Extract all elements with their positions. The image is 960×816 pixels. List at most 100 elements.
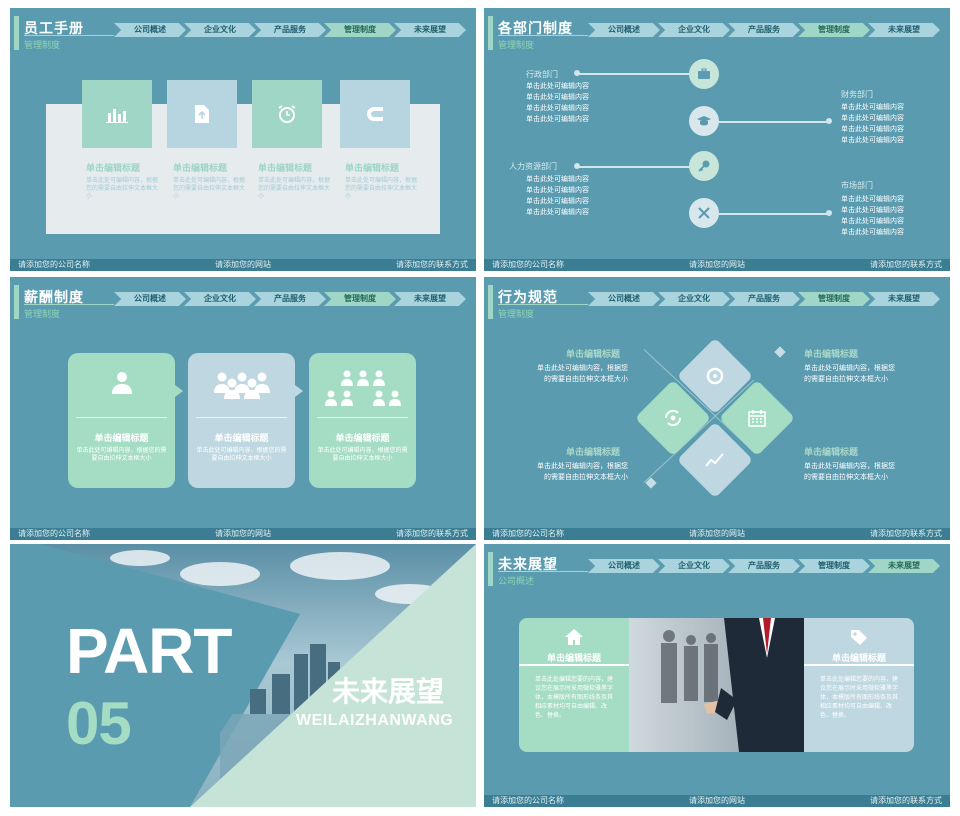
connector-dot [826, 118, 832, 124]
nav-item-future[interactable]: 未来展望 [394, 23, 466, 37]
slide-future-outlook[interactable]: 未来展望 公司概述 公司概述 企业文化 产品服务 管理制度 未来展望 单击编辑标… [484, 544, 950, 807]
card-divider [317, 417, 408, 418]
panel-title: 单击编辑标题 [546, 653, 601, 663]
briefcase-icon [689, 59, 719, 89]
connector-dot [574, 70, 580, 76]
alarm-clock-icon [252, 80, 322, 148]
slide-subtitle: 公司概述 [498, 576, 535, 586]
section-title-en: WEILAIZHANWANG [296, 712, 454, 729]
slide-department-rules[interactable]: 各部门制度 管理制度 公司概述 企业文化 产品服务 管理制度 未来展望 行政部门… [484, 8, 950, 271]
panel-divider [804, 664, 914, 666]
footer: 请添加您的公司名称 请添加您的网站 请添加您的联系方式 [484, 259, 950, 271]
nav-item-products[interactable]: 产品服务 [728, 292, 800, 306]
nav-item-management[interactable]: 管理制度 [798, 23, 870, 37]
content-line: 单击此处可编辑内容 [841, 137, 904, 144]
section-title-cn: 未来展望 [332, 676, 445, 707]
card-desc: 单击此处可编辑内容，根据您的需要自由拉伸文本框大小 [196, 448, 287, 462]
nav-item-management[interactable]: 管理制度 [798, 292, 870, 306]
card-desc: 单击此处可编辑内容，根据您的需要自由拉伸文本框大小 [345, 178, 418, 200]
nav-item-culture[interactable]: 企业文化 [658, 23, 730, 37]
section-nav: 公司概述 企业文化 产品服务 管理制度 未来展望 [114, 23, 466, 37]
content-line: 单击此处可编辑内容 [841, 207, 904, 214]
nav-item-future[interactable]: 未来展望 [394, 292, 466, 306]
slide-part-five-cover[interactable]: PART 05 未来展望 WEILAIZHANWANG [10, 544, 476, 807]
content-line: 单击此处可编辑内容 [526, 83, 589, 90]
header-underline [498, 304, 588, 305]
nav-item-management[interactable]: 管理制度 [324, 292, 396, 306]
content-line: 单击此处可编辑内容 [526, 105, 589, 112]
connector-line [578, 166, 690, 168]
slide-subtitle: 管理制度 [498, 40, 535, 50]
part-label: PART [66, 615, 232, 687]
panel-title: 单击编辑标题 [831, 653, 886, 663]
dept-name: 财务部门 [841, 90, 873, 99]
card-desc: 单击此处可编辑内容，根据您的需要自由拉伸文本框大小 [86, 178, 159, 200]
item-title: 单击编辑标题 [804, 447, 859, 457]
bar-chart-icon [82, 80, 152, 148]
card-title: 单击编辑标题 [86, 163, 141, 173]
nav-item-products[interactable]: 产品服务 [728, 559, 800, 573]
tools-icon [689, 198, 719, 228]
nav-item-products[interactable]: 产品服务 [728, 23, 800, 37]
slide-salary-system[interactable]: 薪酬制度 管理制度 公司概述 企业文化 产品服务 管理制度 未来展望 单击编辑标… [10, 277, 476, 540]
slide-employee-handbook[interactable]: 员工手册 管理制度 公司概述 企业文化 产品服务 管理制度 未来展望 单击编辑标… [10, 8, 476, 271]
footer: 请添加您的公司名称 请添加您的网站 请添加您的联系方式 [10, 528, 476, 540]
nav-item-products[interactable]: 产品服务 [254, 292, 326, 306]
nav-item-culture[interactable]: 企业文化 [184, 292, 256, 306]
footer-company: 请添加您的公司名称 [18, 529, 90, 538]
nav-item-overview[interactable]: 公司概述 [114, 23, 186, 37]
user-group-icon [188, 369, 295, 406]
header-accent-bar [488, 16, 493, 50]
card-divider [76, 417, 167, 418]
nav-item-overview[interactable]: 公司概述 [588, 559, 660, 573]
nav-item-overview[interactable]: 公司概述 [114, 292, 186, 306]
header-underline [24, 304, 114, 305]
footer-site: 请添加您的网站 [215, 529, 271, 538]
music-disc-icon [688, 349, 742, 403]
slide-code-of-conduct[interactable]: 行为规范 管理制度 公司概述 企业文化 产品服务 管理制度 未来展望 单击编辑标… [484, 277, 950, 540]
info-panel-left: 单击编辑标题 单击此处编辑您要的内容，建议您在展示时采用微软雅黑字体，本模版所有… [519, 618, 629, 752]
header-accent-bar [488, 285, 493, 319]
header-accent-bar [14, 16, 19, 50]
slide-title: 员工手册 [24, 20, 84, 36]
connector-dot [826, 210, 832, 216]
nav-item-culture[interactable]: 企业文化 [658, 559, 730, 573]
content-line: 单击此处可编辑内容 [526, 116, 589, 123]
dept-name: 市场部门 [841, 181, 873, 190]
section-nav: 公司概述 企业文化 产品服务 管理制度 未来展望 [588, 23, 940, 37]
dept-content: 单击此处可编辑内容 单击此处可编辑内容 单击此处可编辑内容 单击此处可编辑内容 [841, 102, 904, 146]
item-desc: 单击此处可编辑内容，根据您的需要自由拉伸文本框大小 [537, 365, 628, 383]
crowd-icon [309, 369, 416, 420]
card-desc: 单击此处可编辑内容，根据您的需要自由拉伸文本框大小 [317, 448, 408, 462]
price-tag-icon [804, 628, 914, 651]
nav-item-future[interactable]: 未来展望 [868, 559, 940, 573]
nav-item-future[interactable]: 未来展望 [868, 292, 940, 306]
slide-title: 各部门制度 [498, 20, 573, 36]
nav-item-management[interactable]: 管理制度 [798, 559, 870, 573]
nav-item-overview[interactable]: 公司概述 [588, 292, 660, 306]
nav-item-overview[interactable]: 公司概述 [588, 23, 660, 37]
card-title: 单击编辑标题 [173, 163, 228, 173]
content-line: 单击此处可编辑内容 [526, 94, 589, 101]
nav-item-culture[interactable]: 企业文化 [184, 23, 256, 37]
arrow-pointer [295, 385, 303, 397]
single-user-icon [68, 369, 175, 402]
slide-subtitle: 管理制度 [498, 309, 535, 319]
calendar-icon [730, 391, 784, 445]
nav-item-culture[interactable]: 企业文化 [658, 292, 730, 306]
footer-contact: 请添加您的联系方式 [396, 529, 468, 538]
item-desc: 单击此处可编辑内容，根据您的需要自由拉伸文本框大小 [804, 365, 895, 383]
footer-company: 请添加您的公司名称 [492, 260, 564, 269]
nav-item-products[interactable]: 产品服务 [254, 23, 326, 37]
content-line: 单击此处可编辑内容 [841, 126, 904, 133]
nav-item-future[interactable]: 未来展望 [868, 23, 940, 37]
footer-contact: 请添加您的联系方式 [396, 260, 468, 269]
key-icon [689, 151, 719, 181]
info-card: 单击编辑标题 单击此处可编辑内容，根据您的需要自由拉伸文本框大小 [68, 353, 175, 488]
content-line: 单击此处可编辑内容 [841, 196, 904, 203]
panel-divider [519, 664, 629, 666]
card-title: 单击编辑标题 [214, 433, 269, 443]
footer-contact: 请添加您的联系方式 [870, 260, 942, 269]
nav-item-management[interactable]: 管理制度 [324, 23, 396, 37]
header-accent-bar [488, 552, 493, 586]
